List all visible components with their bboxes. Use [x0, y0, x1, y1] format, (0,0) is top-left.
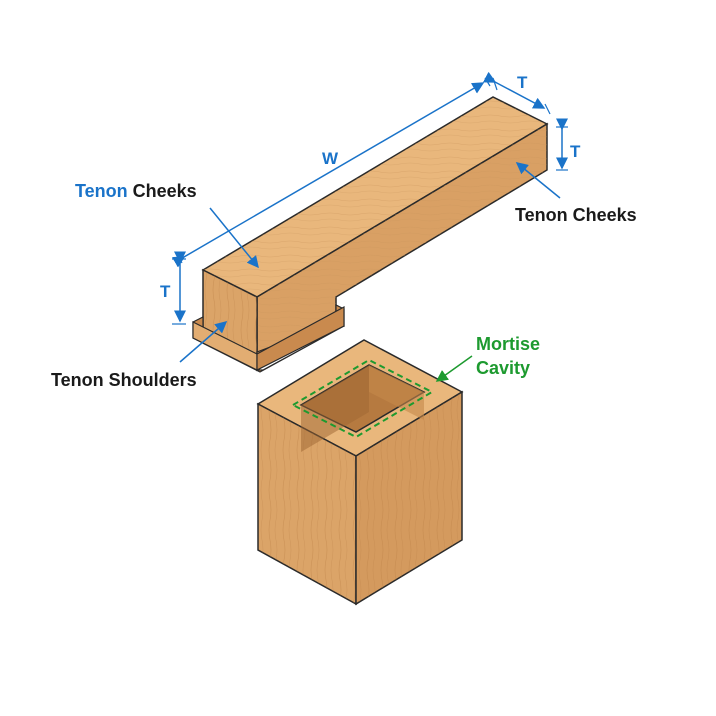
dimension-t-top: T: [482, 71, 551, 115]
mortise-cavity-outline: [290, 358, 435, 439]
label-tenon-shoulders: Tenon Shoulders: [51, 370, 197, 390]
dimension-t-left-label: T: [160, 282, 171, 301]
leader-tenon-cheeks-right: [515, 162, 561, 199]
dimension-t-right-label: T: [570, 142, 581, 161]
label-mortise-line2: Cavity: [476, 358, 530, 378]
label-tenon-cheeks-left-b: Cheeks: [128, 181, 197, 201]
label-mortise-line1: Mortise: [476, 334, 540, 354]
mortise-post: [256, 339, 464, 606]
leader-tenon-cheeks-left: [209, 207, 259, 269]
label-tenon-cheeks-left: Tenon Cheeks: [75, 181, 197, 201]
leader-mortise-cavity: [435, 355, 473, 382]
dimension-w-label: W: [322, 149, 339, 168]
dimension-t-top-label: T: [517, 73, 528, 92]
leader-tenon-shoulders: [179, 321, 228, 363]
dimension-t-left: T: [160, 251, 186, 325]
label-tenon-cheeks-left-a: Tenon: [75, 181, 128, 201]
dimension-t-right: T: [556, 118, 581, 171]
label-tenon-cheeks-right: Tenon Cheeks: [515, 205, 637, 225]
tenon-beam: [192, 96, 549, 373]
